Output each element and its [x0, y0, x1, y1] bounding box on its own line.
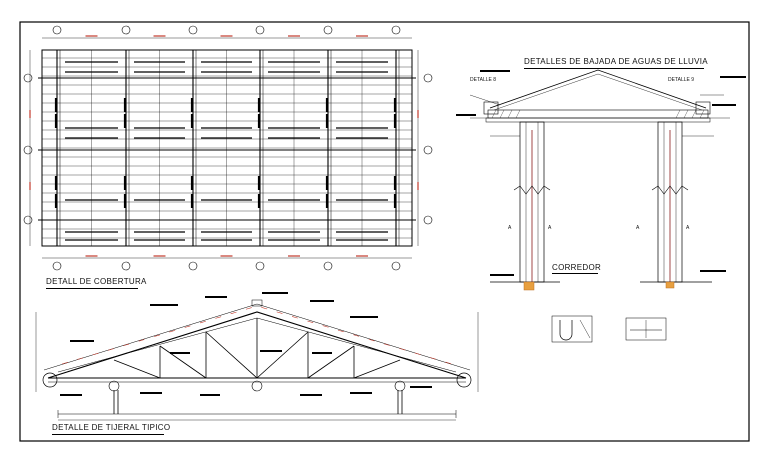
support-left — [42, 372, 58, 388]
drain-outlet-left — [523, 281, 535, 291]
purlins — [61, 305, 453, 365]
grid-bubble-left-3 — [23, 215, 33, 225]
pipe-detail — [551, 315, 593, 343]
roof-beam — [485, 117, 711, 123]
truss-title-underline — [52, 434, 164, 435]
grid-bubble-bottom-5 — [323, 261, 333, 271]
detail-8-label: DETALLE 8 — [470, 77, 497, 83]
grid-bubble-bottom-4 — [255, 261, 265, 271]
grid-bubble-bottom-6 — [391, 261, 401, 271]
break-line-left — [513, 185, 551, 195]
truss-elevation — [35, 292, 479, 421]
grid-bubble-right-2 — [423, 145, 433, 155]
gutter-right — [695, 101, 711, 115]
rain-drain-details — [456, 69, 746, 343]
grid-bubble-top-4 — [255, 25, 265, 35]
gable-roof-inner — [493, 73, 703, 111]
section-mark-a2: A — [548, 225, 552, 231]
grid-bubble-right-1 — [423, 73, 433, 83]
sheet-border — [19, 21, 750, 442]
truss-notes — [60, 292, 432, 396]
grid-bubble-top-5 — [323, 25, 333, 35]
detail-9-label: DETALLE 9 — [668, 77, 695, 83]
grid-bubble-top-1 — [52, 25, 62, 35]
roof-sheet — [43, 303, 471, 371]
grid-bubble-right-3 — [423, 215, 433, 225]
section-mark-a3: A — [636, 225, 640, 231]
section-mark-a4: A — [686, 225, 690, 231]
truss-title: DETALLE DE TIJERAL TIPICO — [52, 423, 171, 432]
section-mark-a1: A — [508, 225, 512, 231]
grid-bubble-bottom-1 — [52, 261, 62, 271]
support-right — [456, 372, 472, 388]
roof-slab — [487, 109, 709, 119]
gable-roof-outline — [489, 69, 707, 109]
grid-bubble-top-6 — [391, 25, 401, 35]
grid-bubble-left-1 — [23, 73, 33, 83]
truss-webs — [113, 318, 401, 379]
roof-plan-title: DETALL DE COBERTURA — [46, 277, 147, 286]
grid-bubble-left-2 — [23, 145, 33, 155]
break-line-right — [651, 185, 689, 195]
slab-hatch — [491, 109, 705, 119]
roof-plan — [23, 25, 433, 271]
drain-title-underline — [524, 68, 704, 69]
drain-title: DETALLES DE BAJADA DE AGUAS DE LLUVIA — [524, 57, 708, 66]
corridor-label: CORREDOR — [552, 263, 602, 272]
drain-outlet-right — [665, 281, 675, 289]
joint-detail — [625, 317, 667, 341]
corridor-underline — [552, 273, 598, 274]
grid-bubble-top-3 — [188, 25, 198, 35]
grid-bubble-bottom-2 — [121, 261, 131, 271]
grid-bubble-bottom-3 — [188, 261, 198, 271]
roof-plan-title-underline — [46, 288, 138, 289]
grid-bubble-top-2 — [121, 25, 131, 35]
